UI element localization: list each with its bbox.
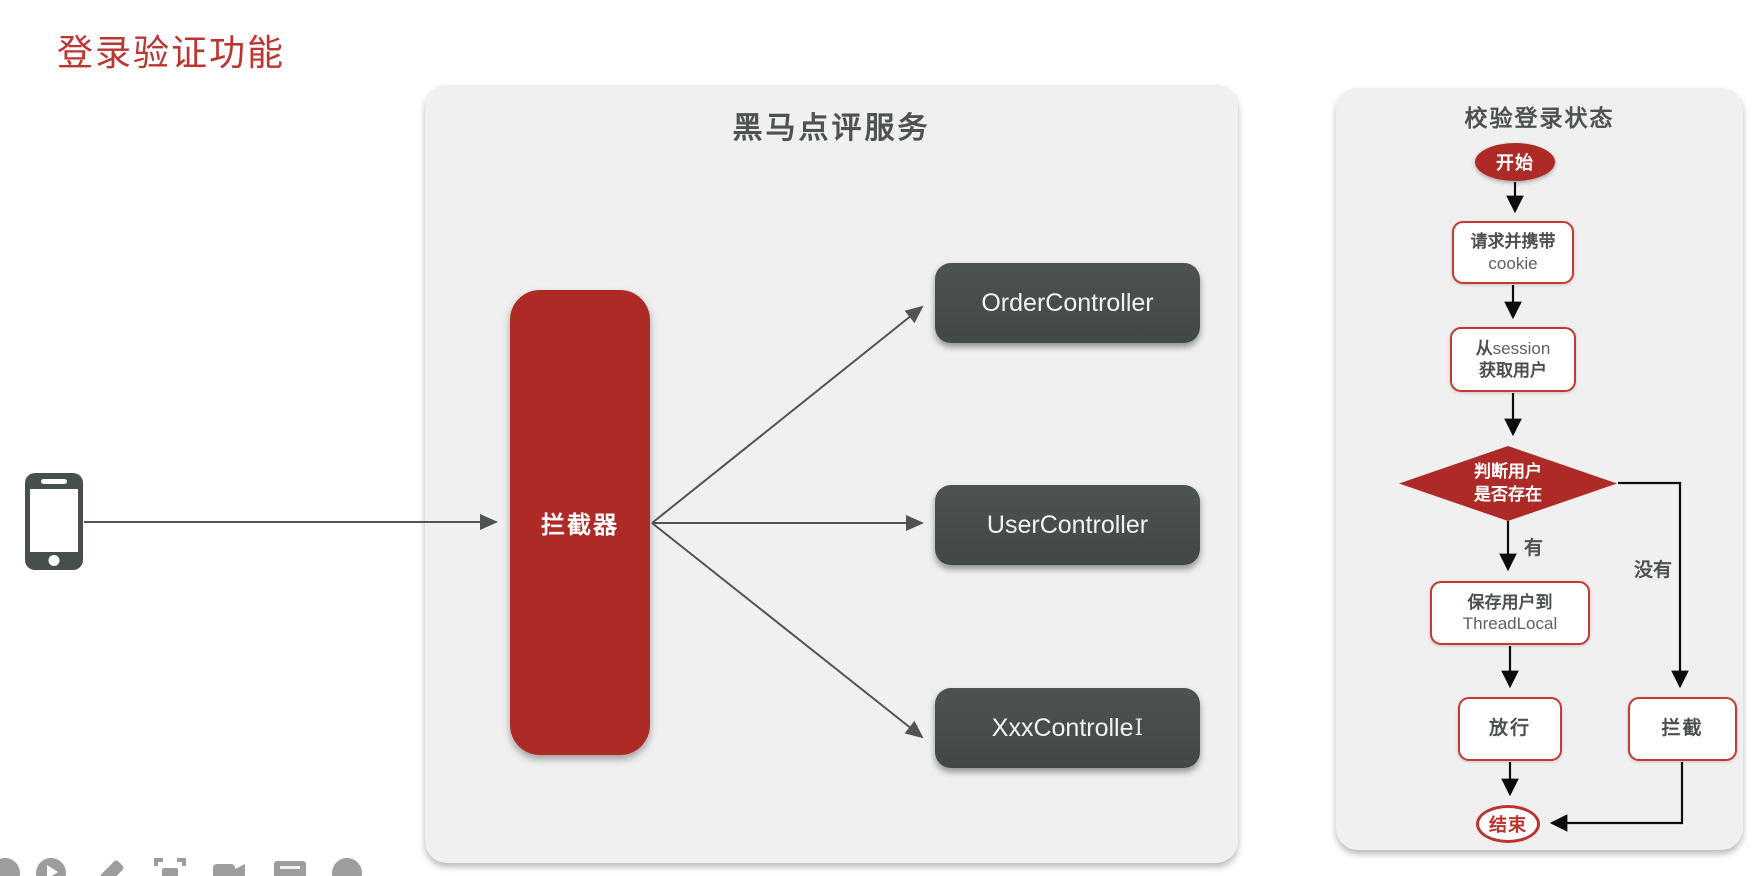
user-controller-box[interactable]: UserController xyxy=(935,485,1200,565)
interceptor-label: 拦截器 xyxy=(541,512,619,539)
flow-decision-line2: 是否存在 xyxy=(1474,484,1542,504)
flow-start-label: 开始 xyxy=(1496,153,1534,173)
flow-session-line1-cn: 从 xyxy=(1475,338,1493,358)
flow-decision-line1: 判断用户 xyxy=(1474,462,1542,482)
service-panel-title: 黑马点评服务 xyxy=(732,112,931,145)
pen-icon[interactable] xyxy=(97,856,131,876)
flow-pass-node[interactable]: 放行 xyxy=(1458,697,1562,761)
flow-panel-title: 校验登录状态 xyxy=(1464,105,1615,131)
flow-save-line2: ThreadLocal xyxy=(1462,614,1558,633)
flow-start-node[interactable]: 开始 xyxy=(1475,143,1555,181)
page-title: 登录验证功能 xyxy=(57,33,286,74)
interceptor-box[interactable]: 拦截器 xyxy=(510,290,650,755)
edge-label-yes: 有 xyxy=(1524,538,1544,559)
flow-request-line1: 请求并携带 xyxy=(1470,232,1556,252)
flow-save-node[interactable]: 保存用户到 ThreadLocal xyxy=(1430,581,1590,645)
text-cursor-icon: I xyxy=(1134,715,1144,741)
record-icon[interactable] xyxy=(0,856,22,876)
flow-request-node[interactable]: 请求并携带 cookie xyxy=(1452,221,1574,284)
flow-session-line1-en: session xyxy=(1492,338,1551,358)
play-icon[interactable] xyxy=(34,856,68,876)
flow-pass-label: 放行 xyxy=(1488,718,1531,740)
flow-request-line2: cookie xyxy=(1488,253,1538,273)
flow-intercept-label: 拦截 xyxy=(1661,718,1704,740)
smartphone-icon[interactable] xyxy=(25,473,83,570)
order-controller-label: OrderController xyxy=(981,288,1154,317)
flow-session-node[interactable]: 从session 获取用户 xyxy=(1450,327,1576,392)
phone-home-button xyxy=(48,555,60,566)
flow-end-label: 结束 xyxy=(1489,815,1527,835)
flow-session-line1: 从session xyxy=(1476,338,1551,360)
flow-session-line2: 获取用户 xyxy=(1479,360,1547,380)
xxx-controller-label: XxxControlle xyxy=(991,713,1134,742)
phone-screen xyxy=(30,489,78,552)
flow-save-line1: 保存用户到 xyxy=(1467,592,1553,612)
more-icon[interactable] xyxy=(330,856,364,876)
screenshot-icon[interactable] xyxy=(153,856,187,876)
user-controller-label: UserController xyxy=(986,510,1149,539)
monitor-icon[interactable] xyxy=(272,856,308,876)
order-controller-box[interactable]: OrderController xyxy=(935,263,1200,343)
flow-end-node[interactable]: 结束 xyxy=(1476,805,1540,843)
edge-label-no: 没有 xyxy=(1634,560,1673,581)
phone-speaker xyxy=(41,479,67,484)
flow-intercept-node[interactable]: 拦截 xyxy=(1628,697,1737,761)
camera-icon[interactable] xyxy=(211,856,247,876)
